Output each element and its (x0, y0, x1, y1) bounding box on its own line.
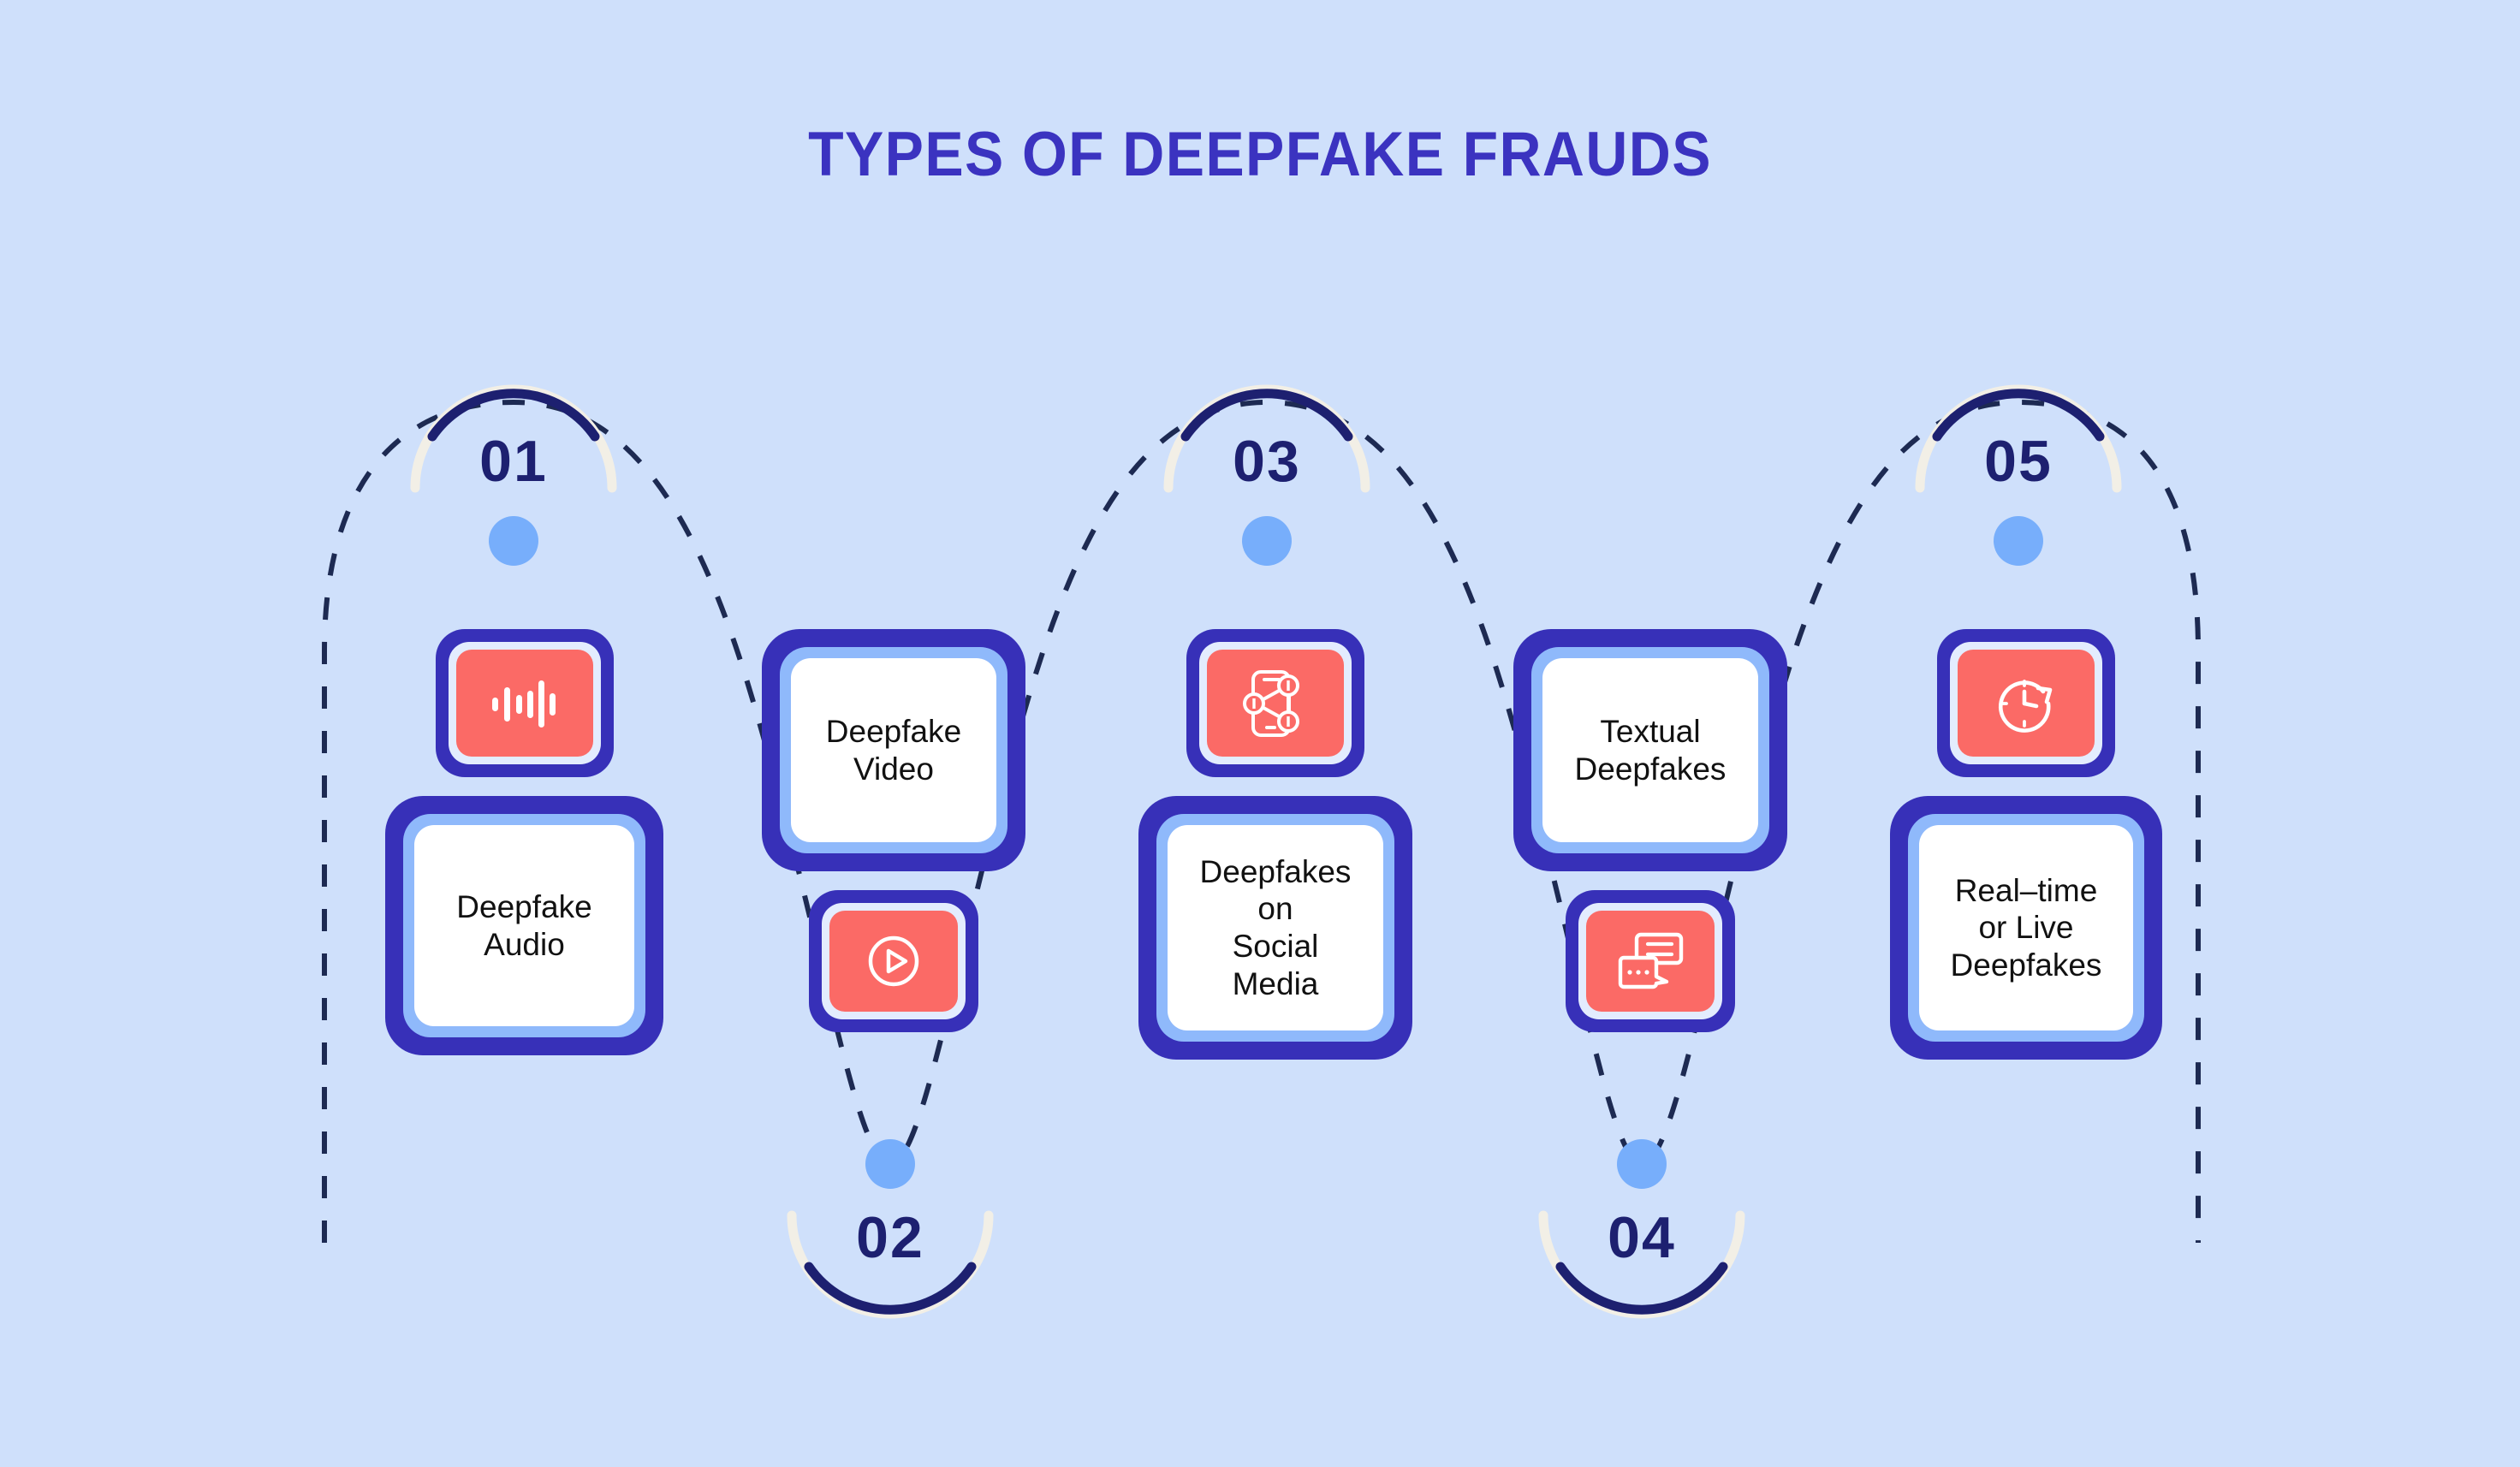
text-card-ring: Deepfakes on Social Media (1156, 814, 1394, 1042)
step-label-text: Deepfake Video (825, 713, 962, 787)
step-card-group-01: Deepfake Audio (385, 629, 663, 1055)
step-icon-card-03[interactable] (1186, 629, 1364, 777)
step-label-text: Deepfakes on Social Media (1199, 853, 1352, 1001)
step-icon-card-02[interactable] (809, 890, 978, 1032)
clock-refresh-icon (1998, 679, 2053, 733)
step-card-group-02: Deepfake Video (762, 629, 1025, 1032)
step-text-card-02[interactable]: Deepfake Video (762, 629, 1025, 871)
step-text-card-05[interactable]: Real–time or Live Deepfakes (1890, 796, 2162, 1060)
node-dot-02 (865, 1139, 915, 1189)
step-text-card-04[interactable]: Textual Deepfakes (1513, 629, 1787, 871)
step-label-text: Textual Deepfakes (1574, 713, 1727, 787)
node-dot-05 (1994, 516, 2043, 566)
step-arc-01 (410, 384, 617, 493)
step-arc-03 (1163, 384, 1370, 493)
step-label-03: Deepfakes on Social Media (1168, 825, 1383, 1030)
icon-card-inner (1958, 650, 2095, 757)
icon-card-ring (1578, 903, 1722, 1019)
step-label-text: Real–time or Live Deepfakes (1950, 872, 2102, 983)
step-number-05: 05 (1984, 429, 2053, 494)
step-icon-card-04[interactable] (1566, 890, 1735, 1032)
icon-card-ring (1950, 642, 2102, 764)
text-card-ring: Deepfake Video (780, 647, 1007, 853)
dashed-connector-path (322, 399, 2201, 1243)
icon-card-inner (1586, 911, 1715, 1012)
step-text-card-03[interactable]: Deepfakes on Social Media (1138, 796, 1412, 1060)
step-card-group-03: Deepfakes on Social Media (1138, 629, 1412, 1060)
play-circle-icon (868, 935, 919, 987)
step-number-04: 04 (1608, 1205, 1676, 1270)
step-label-02: Deepfake Video (791, 658, 996, 842)
icon-card-ring (822, 903, 966, 1019)
audio-waveform-icon (491, 680, 556, 728)
step-number-01: 01 (479, 429, 548, 494)
icon-card-inner (455, 650, 593, 757)
text-card-ring: Textual Deepfakes (1531, 647, 1769, 853)
step-arc-04 (1538, 1210, 1745, 1319)
step-arc-02 (787, 1210, 994, 1319)
node-dot-03 (1242, 516, 1292, 566)
social-network-phone-icon (1243, 669, 1299, 737)
step-card-group-04: Textual Deepfakes (1513, 629, 1787, 1032)
step-label-05: Real–time or Live Deepfakes (1919, 825, 2133, 1030)
step-text-card-01[interactable]: Deepfake Audio (385, 796, 663, 1055)
icon-card-inner (829, 911, 958, 1012)
icon-card-ring (448, 642, 601, 764)
node-dot-01 (489, 516, 538, 566)
text-card-ring: Real–time or Live Deepfakes (1908, 814, 2144, 1042)
icon-card-inner (1207, 650, 1344, 757)
chat-bubbles-icon (1618, 932, 1684, 989)
step-label-04: Textual Deepfakes (1542, 658, 1758, 842)
node-dot-04 (1617, 1139, 1667, 1189)
step-label-text: Deepfake Audio (456, 888, 592, 962)
icon-card-ring (1199, 642, 1352, 764)
step-icon-card-05[interactable] (1937, 629, 2115, 777)
step-number-02: 02 (856, 1205, 924, 1270)
step-label-01: Deepfake Audio (414, 825, 634, 1026)
page-title: TYPES OF DEEPFAKE FRAUDS (808, 120, 1712, 189)
step-icon-card-01[interactable] (435, 629, 614, 777)
text-card-ring: Deepfake Audio (403, 814, 645, 1037)
step-arc-05 (1915, 384, 2122, 493)
step-number-03: 03 (1233, 429, 1301, 494)
step-card-group-05: Real–time or Live Deepfakes (1890, 629, 2162, 1060)
